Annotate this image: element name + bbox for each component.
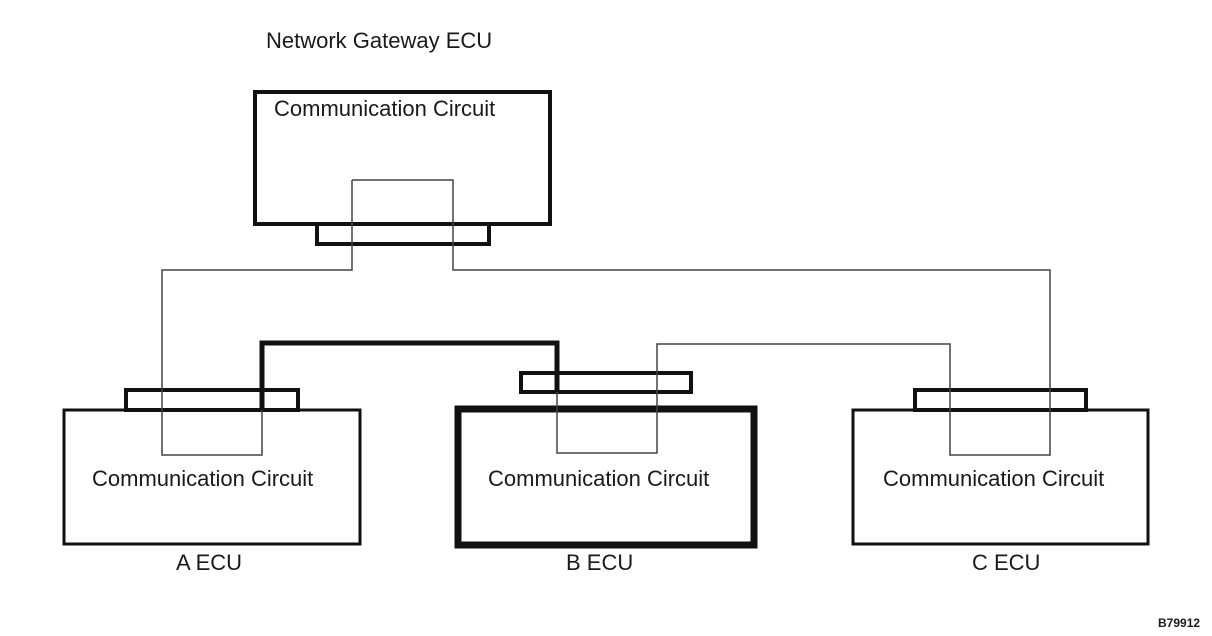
bus-wire-b-internal: [556, 343, 951, 454]
b-ecu-circuit-label: Communication Circuit: [488, 466, 710, 491]
figure-code: B79912: [1158, 616, 1201, 630]
c-ecu-circuit-label: Communication Circuit: [883, 466, 1105, 491]
b-ecu-label: B ECU: [566, 550, 634, 575]
a-ecu-circuit-label: Communication Circuit: [92, 466, 314, 491]
bus-wire-a-b-thick: [259, 340, 560, 410]
gateway-ecu-title: Network Gateway ECU: [266, 28, 493, 53]
c-ecu-label: C ECU: [972, 550, 1041, 575]
a-ecu-label: A ECU: [176, 550, 243, 575]
gateway-circuit-label: Communication Circuit: [274, 96, 496, 121]
c-ecu-connector: [913, 388, 1088, 412]
gateway-connector: [315, 222, 491, 246]
bus-wire-gateway-c: [352, 179, 1051, 456]
b-ecu-box: [454, 405, 758, 549]
a-ecu-connector: [124, 388, 300, 412]
bus-wire-gateway-a: [161, 180, 353, 456]
b-ecu-connector: [519, 371, 693, 394]
